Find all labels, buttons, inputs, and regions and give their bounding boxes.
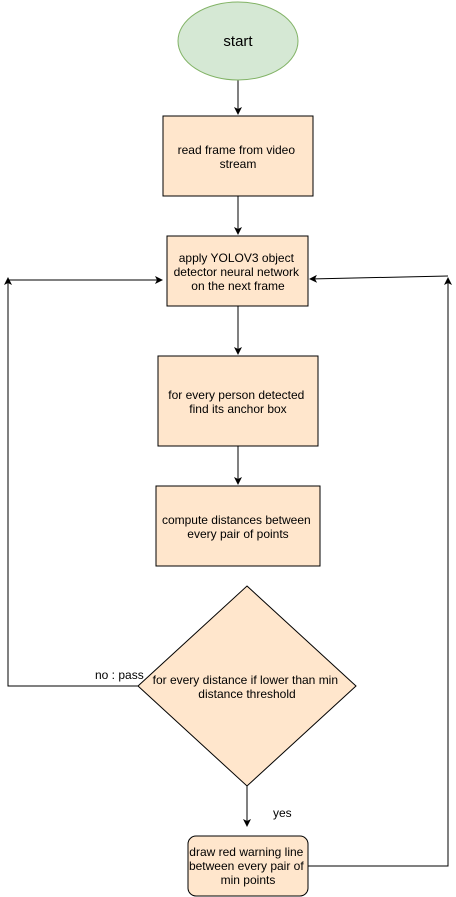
start-ellipse <box>177 1 299 81</box>
read-frame-box <box>162 115 314 197</box>
node-threshold-decision: for every distance if lower than min dis… <box>137 585 357 787</box>
edge-no-pass-loop <box>4 277 138 687</box>
node-draw-warning: draw red warning line between every pair… <box>187 835 309 897</box>
apply-yolo-line-2: detector neural network <box>174 265 300 279</box>
svg-text:read frame from video st: read frame from video stream <box>178 143 299 171</box>
node-anchor-box: for every person detected find its ancho… <box>157 355 319 447</box>
anchor-box-line-1: for every person detected <box>168 388 304 402</box>
anchor-box-line-2: find its anchor box <box>189 402 286 416</box>
svg-text:apply YOLOV3 object dete: apply YOLOV3 object detector neural netw… <box>174 251 303 293</box>
read-frame-line-1: read frame from video <box>178 143 296 157</box>
apply-yolo-box <box>166 235 309 307</box>
threshold-decision-line-2: distance threshold <box>198 687 295 701</box>
svg-text:start: start <box>223 33 253 50</box>
edge-label-no-pass: no : pass <box>95 668 144 682</box>
edge-warning-loop <box>308 277 452 867</box>
svg-text:for every distance if lower th: for every distance if lower than min dis… <box>153 673 342 701</box>
read-frame-line-2: stream <box>220 157 257 171</box>
start-label: start <box>223 33 253 50</box>
compute-distances-box <box>155 485 321 567</box>
apply-yolo-line-1: apply YOLOV3 object <box>179 251 295 265</box>
compute-distances-line-2: every pair of points <box>187 527 288 541</box>
anchor-box-box <box>157 355 319 447</box>
svg-text:compute distances between: compute distances between every pair of … <box>162 513 314 541</box>
draw-warning-box <box>187 835 309 897</box>
apply-yolo-line-3: on the next frame <box>191 279 285 293</box>
edge-warning-loop-return <box>309 274 449 283</box>
svg-text:for every person detected: for every person detected find its ancho… <box>168 388 307 416</box>
edges <box>4 80 452 867</box>
node-compute-distances: compute distances between every pair of … <box>155 485 321 567</box>
svg-text:draw red warning line be: draw red warning line between every pair… <box>189 845 307 887</box>
node-start: start <box>177 1 299 81</box>
draw-warning-line-1: draw red warning line <box>189 845 303 859</box>
threshold-decision-diamond <box>137 585 357 787</box>
draw-warning-line-2: between every pair of <box>189 859 304 873</box>
compute-distances-line-1: compute distances between <box>162 513 311 527</box>
threshold-decision-line-1: for every distance if lower than min <box>153 673 338 687</box>
node-apply-yolo: apply YOLOV3 object detector neural netw… <box>166 235 309 307</box>
edge-label-yes: yes <box>273 806 292 820</box>
draw-warning-line-3: min points <box>221 873 276 887</box>
node-read-frame: read frame from video stream <box>162 115 314 197</box>
